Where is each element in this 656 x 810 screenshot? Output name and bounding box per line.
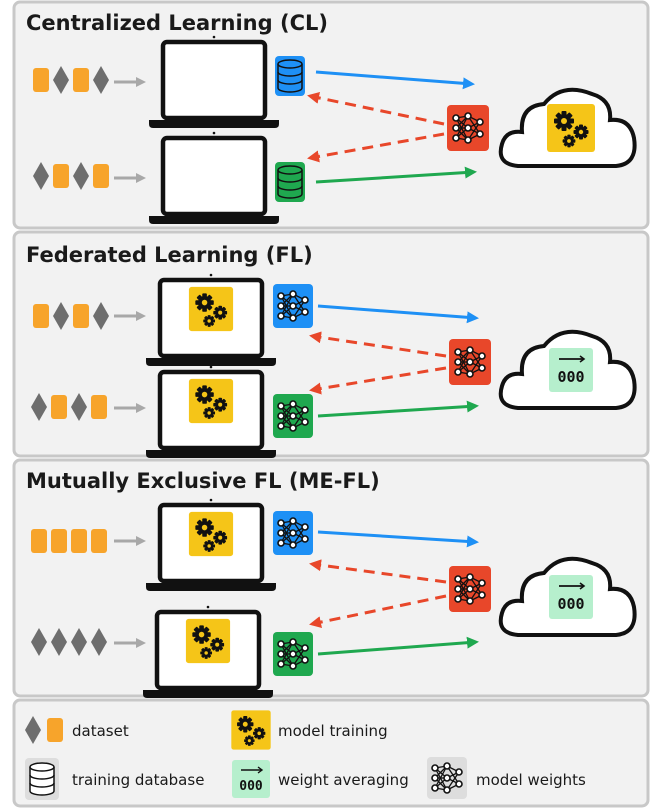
legend: dataset model training training database… bbox=[12, 698, 650, 808]
dataset-strip bbox=[33, 302, 109, 330]
panel-title: Federated Learning (FL) bbox=[26, 243, 313, 267]
broadcast-arrow bbox=[307, 132, 445, 163]
database-icon bbox=[275, 162, 305, 202]
legend-label-model-training: model training bbox=[278, 722, 388, 740]
model-weights-icon bbox=[449, 339, 491, 385]
weight-averaging-legend-icon: 000 bbox=[232, 760, 270, 798]
panel-centralized-learning: Centralized Learning (CL) bbox=[12, 0, 650, 230]
broadcast-arrow bbox=[307, 91, 445, 126]
upload-arrow bbox=[315, 166, 477, 184]
broadcast-arrow bbox=[309, 331, 447, 358]
legend-frame bbox=[12, 698, 650, 808]
legend-label-model-weights: model weights bbox=[476, 771, 586, 789]
legend-label-weight-averaging: weight averaging bbox=[278, 771, 409, 789]
dataset-strip bbox=[31, 529, 107, 553]
gears-icon bbox=[189, 287, 233, 331]
legend-label-dataset: dataset bbox=[72, 722, 129, 740]
broadcast-arrow bbox=[309, 559, 447, 584]
svg-text:000: 000 bbox=[239, 779, 263, 794]
panel-mutually-exclusive-fl: Mutually Exclusive FL (ME-FL) bbox=[12, 458, 650, 698]
legend-label-training-database: training database bbox=[72, 771, 204, 789]
model-training-legend-icon bbox=[231, 710, 270, 749]
model-weights-icon bbox=[273, 394, 313, 438]
dataset-strip bbox=[31, 393, 107, 421]
weight-averaging-icon: 000 bbox=[549, 348, 593, 392]
model-weights-icon bbox=[273, 511, 313, 555]
upload-arrow bbox=[317, 304, 479, 324]
model-weights-icon bbox=[273, 632, 313, 676]
gears-icon bbox=[186, 619, 230, 663]
dataset-strip bbox=[31, 628, 107, 656]
model-weights-legend-icon bbox=[427, 757, 467, 799]
upload-arrow bbox=[315, 70, 475, 90]
weight-averaging-icon: 000 bbox=[549, 575, 593, 619]
broadcast-arrow bbox=[309, 366, 447, 395]
client-laptop bbox=[149, 132, 279, 224]
panel-title: Mutually Exclusive FL (ME-FL) bbox=[26, 469, 380, 493]
database-icon bbox=[275, 56, 305, 96]
upload-arrow bbox=[317, 636, 479, 656]
dataset-strip bbox=[33, 66, 109, 94]
model-weights-icon bbox=[447, 105, 489, 151]
gears-icon bbox=[547, 104, 595, 152]
broadcast-arrow bbox=[309, 594, 447, 629]
gears-icon bbox=[189, 379, 233, 423]
gears-icon bbox=[189, 512, 233, 556]
client-laptop bbox=[149, 36, 279, 128]
upload-arrow bbox=[317, 530, 479, 548]
svg-text:000: 000 bbox=[557, 368, 584, 386]
upload-arrow bbox=[317, 400, 479, 418]
svg-text:000: 000 bbox=[557, 595, 584, 613]
training-database-legend-icon bbox=[25, 758, 59, 800]
model-weights-icon bbox=[273, 284, 313, 328]
model-weights-icon bbox=[449, 566, 491, 612]
panel-federated-learning: Federated Learning (FL) bbox=[12, 230, 650, 458]
dataset-legend-icon bbox=[25, 716, 63, 744]
dataset-strip bbox=[33, 162, 109, 190]
panel-title: Centralized Learning (CL) bbox=[26, 11, 328, 35]
